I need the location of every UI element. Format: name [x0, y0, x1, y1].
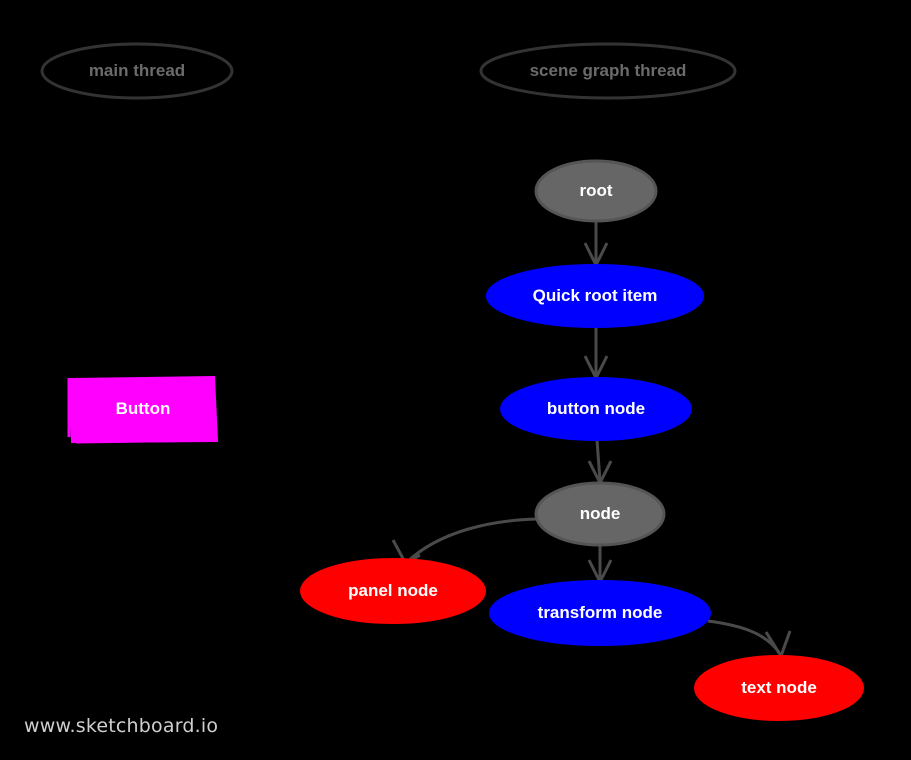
- group-ellipse-scene-graph-thread[interactable]: [479, 42, 737, 100]
- node-shape-button-node[interactable]: [500, 377, 692, 441]
- node-shape-quick-root-item[interactable]: [486, 264, 704, 328]
- node-shape-panel-node[interactable]: [300, 558, 486, 624]
- sketchboard-watermark: www.sketchboard.io: [24, 715, 219, 737]
- node-shape-button[interactable]: [68, 375, 219, 444]
- group-ellipse-main-thread[interactable]: [40, 42, 234, 100]
- button-sketch-stroke-bottom: [75, 438, 217, 444]
- edge-button-node-to-node[interactable]: [595, 439, 602, 482]
- node-shape-text-node[interactable]: [694, 655, 864, 721]
- node-shape-root[interactable]: [534, 159, 658, 223]
- node-shape-node[interactable]: [534, 481, 666, 547]
- edge-node-to-panel-node[interactable]: [405, 517, 539, 564]
- node-shape-transform-node[interactable]: [489, 580, 711, 646]
